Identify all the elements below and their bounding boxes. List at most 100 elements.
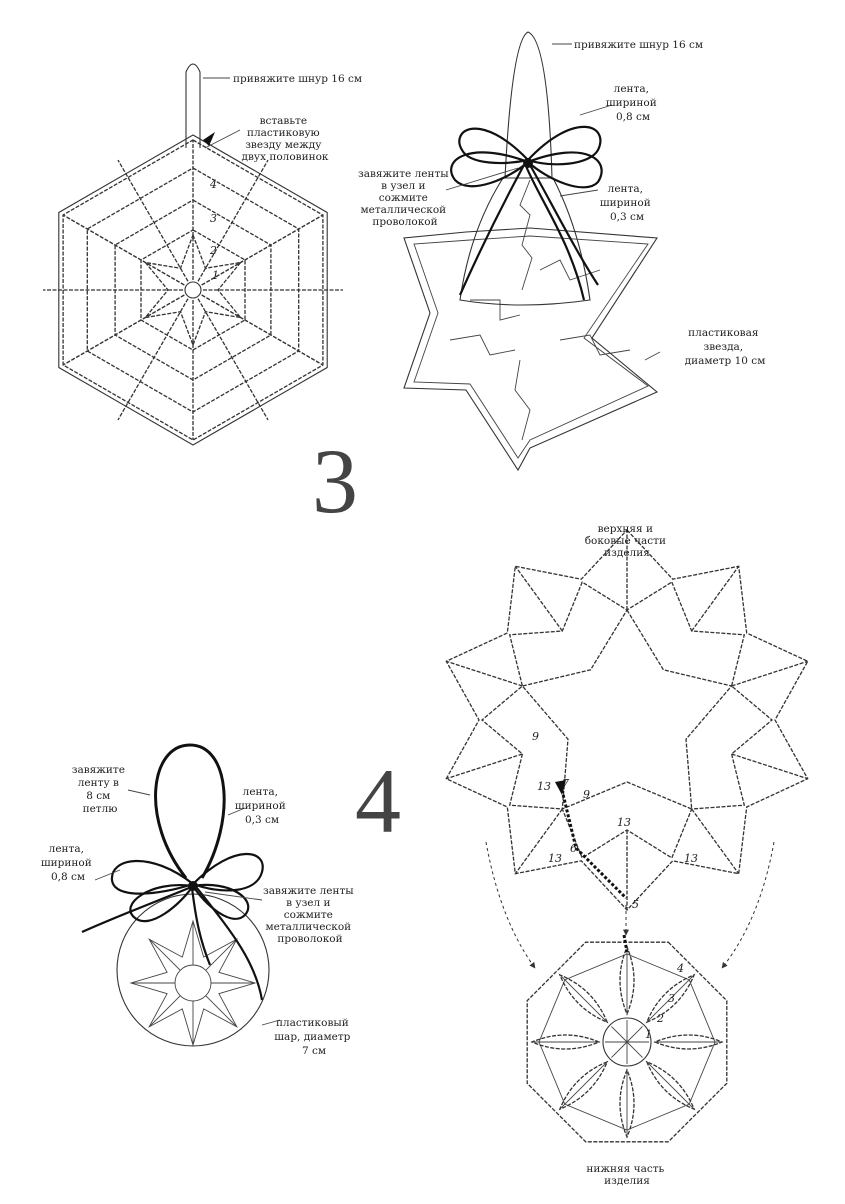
join-arrow (485, 841, 536, 969)
round-path-highlight (560, 789, 628, 900)
ribbon-bow (450, 125, 603, 301)
hexagon-round (140, 229, 246, 351)
figure-number-4: 4 (355, 750, 401, 852)
leader-line (644, 351, 661, 361)
leader-line (261, 1019, 281, 1026)
petal-vein (646, 974, 695, 1023)
petal-vein (559, 1061, 608, 1110)
label-tie-ribbons: завяжите ленты в узел и сожмите металлич… (263, 885, 357, 945)
label-plastic-ball: пластиковый шар, диаметр 7 см (274, 1017, 353, 1057)
connector-chain (731, 660, 808, 687)
connector-chain (446, 660, 523, 687)
center-ring (184, 281, 202, 299)
spoke (62, 214, 185, 286)
top-part-crochet-chart: верхняя и боковые части изделия 9 13 9 1… (445, 523, 809, 911)
round-number: 2 (209, 244, 217, 257)
petal (558, 1060, 609, 1111)
round-number: 3 (210, 212, 217, 225)
connector-chain (514, 808, 563, 875)
round-mark: 2 (656, 1012, 664, 1025)
center-stitch (611, 1026, 628, 1043)
connector-chain (731, 753, 808, 780)
label-ribbon-narrow: лента, шириной 0,3 см (600, 183, 654, 223)
spoke (197, 159, 269, 282)
join-arrow (721, 841, 775, 969)
leader-line (579, 104, 613, 116)
connector-chain (691, 565, 740, 632)
hanging-cord (504, 31, 553, 179)
leader-line (559, 189, 599, 197)
label-ribbon-narrow: лента, шириной 0,3 см (235, 786, 289, 826)
ball-star-line (148, 995, 181, 1028)
ball-star-line (148, 938, 181, 971)
label-tie-ribbons: завяжите ленты в узел и сожмите металлич… (358, 168, 452, 228)
chain-count: 9 (532, 730, 539, 743)
round-mark: 1 (645, 1028, 652, 1041)
inner-star-round (521, 608, 733, 811)
ball-center (174, 964, 212, 1002)
label-cord: привяжите шнур 16 см (233, 73, 362, 85)
round-mark: 6 (570, 842, 577, 855)
chain-count: 13 (537, 780, 551, 793)
round-mark: 3 (668, 992, 675, 1005)
bottom-part-crochet-chart: 4 3 2 1 нижняя часть изделия (526, 934, 728, 1187)
plastic-star-inner (413, 235, 649, 459)
leader-line (227, 807, 246, 816)
round-mark: 5 (632, 898, 639, 911)
ball-ornament-drawing: завяжите ленту в 8 см петлю лента, ширин… (41, 743, 357, 1057)
start-marker-icon (203, 132, 215, 146)
center-ring (602, 1017, 652, 1067)
star-ornament-drawing: привяжите шнур 16 см лента, шириной 0,8 … (358, 31, 766, 472)
spoke (117, 159, 189, 282)
ribbon-bow (81, 852, 264, 1001)
center-stitch (626, 1041, 643, 1058)
star-facet-lines (449, 179, 631, 441)
chain-count: 13 (684, 852, 698, 865)
spoke (197, 298, 269, 421)
label-loop: завяжите ленту в 8 см петлю (72, 764, 129, 815)
center-stitch (626, 1026, 643, 1043)
round-number: 4 (209, 178, 217, 191)
octagon-round (526, 941, 728, 1143)
petal-vein (646, 1061, 695, 1110)
leader-line (127, 789, 151, 796)
round-mark: 7 (562, 777, 569, 790)
ball-star-line (205, 995, 238, 1028)
leader-line (445, 167, 519, 191)
round-number: 1 (212, 269, 219, 282)
petal (645, 1060, 696, 1111)
chain-count: 13 (617, 816, 631, 829)
hanging-cord (185, 63, 201, 148)
label-insert-star: вставьте пластиковую звезду между двух п… (242, 115, 329, 163)
center-stitch (611, 1041, 628, 1058)
connector-chain (446, 753, 523, 780)
round-mark: 4 (676, 962, 684, 975)
cone-top (459, 177, 591, 306)
label-top-part: верхняя и боковые части изделия (585, 523, 670, 559)
hexagon-crochet-chart: привяжите шнур 16 см вставьте пластикову… (43, 63, 362, 446)
spoke (117, 298, 189, 421)
ribbon-loop (154, 743, 226, 879)
label-plastic-star: пластиковая звезда, диаметр 10 см (685, 327, 766, 367)
leader-line (204, 891, 263, 901)
chain-count: 13 (548, 852, 562, 865)
plastic-star (403, 227, 659, 472)
leader-line (204, 129, 241, 149)
spoke (201, 294, 324, 366)
connector-chain (514, 565, 563, 632)
start-marker-icon (555, 780, 566, 795)
ball-star-line (205, 938, 238, 971)
petal-vein (559, 974, 608, 1023)
leader-line (94, 869, 121, 881)
hexagon-outline (58, 134, 328, 446)
chain-count: 9 (583, 788, 590, 801)
label-ribbon-wide: лента, шириной 0,8 см (606, 83, 660, 123)
spoke (62, 294, 185, 366)
figure-number-3: 3 (312, 430, 358, 532)
connector-chain (691, 808, 740, 875)
label-cord: привяжите шнур 16 см (574, 39, 703, 51)
label-ribbon-wide: лента, шириной 0,8 см (41, 843, 95, 883)
label-bottom-part: нижняя часть изделия (586, 1163, 667, 1187)
